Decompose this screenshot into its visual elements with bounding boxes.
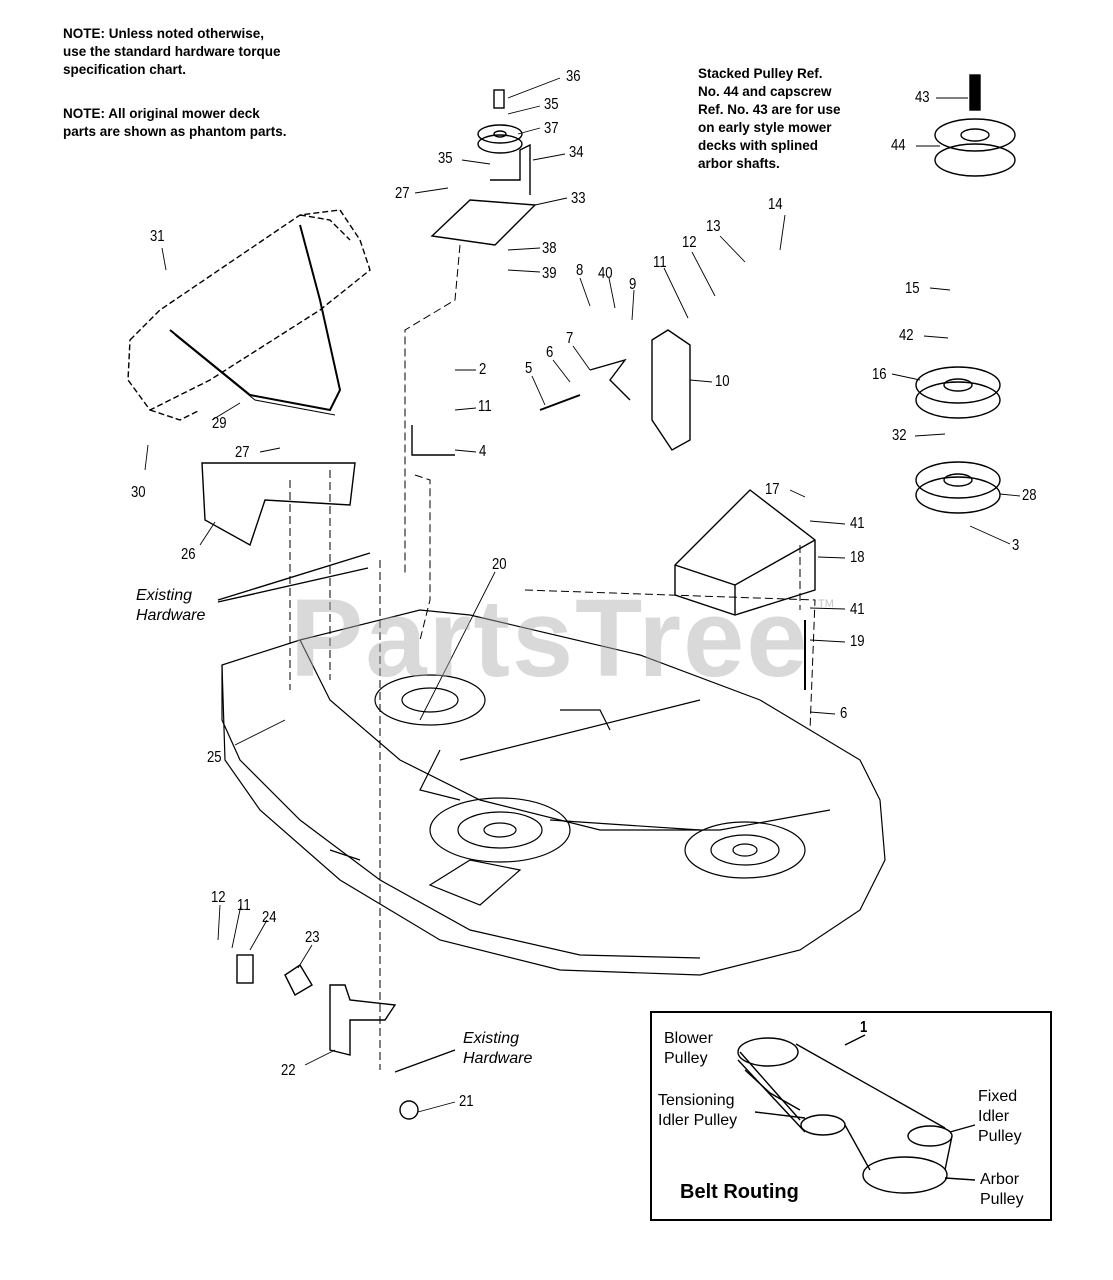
callout-37: 37 [544,120,559,137]
callout-43: 43 [915,89,930,106]
callout-11: 11 [478,398,492,415]
label-line: Pulley [664,1050,708,1067]
label-line: Pulley [978,1128,1022,1145]
callout-5: 5 [525,360,533,377]
note-hardware-torque: NOTE: Unless noted otherwise, use the st… [63,25,281,79]
callout-1: 1 [860,1019,868,1036]
label-line: Fixed [978,1088,1018,1105]
existing-hardware-line: Existing [136,587,193,604]
label-line: Tensioning [658,1092,735,1109]
label-line: Arbor [980,1171,1020,1188]
callout-20: 20 [492,556,507,573]
callout-10: 10 [715,373,730,390]
callout-41: 41 [850,515,865,532]
callout-9: 9 [629,276,637,293]
existing-hardware-label: Existing Hardware [136,586,205,626]
note-line: specification chart. [63,62,187,77]
note-line: No. 44 and capscrew [698,84,832,99]
callout-36: 36 [566,68,581,85]
callout-3: 3 [1012,537,1020,554]
belt-routing-schematic [737,1034,976,1194]
existing-hardware-label: Existing Hardware [463,1029,532,1069]
note-line: on early style mower [698,120,832,135]
label-line: Blower [664,1030,713,1047]
watermark-tm: TM [818,598,834,610]
callout-22: 22 [281,1062,296,1079]
fixed-idler-pulley-label: Fixed Idler Pulley [978,1087,1022,1147]
callout-6: 6 [546,344,554,361]
note-phantom-parts: NOTE: All original mower deck parts are … [63,105,287,141]
callout-27: 27 [395,185,410,202]
label-line: Pulley [980,1191,1024,1208]
callout-15: 15 [905,280,920,297]
callout-16: 16 [872,366,887,383]
callout-12: 12 [682,234,697,251]
blower-pulley-label: Blower Pulley [664,1029,713,1069]
label-line: Idler [978,1108,1010,1125]
callout-31: 31 [150,228,165,245]
callout-28: 28 [1022,487,1037,504]
callout-27: 27 [235,444,250,461]
callout-17: 17 [765,481,780,498]
note-line: NOTE: Unless noted otherwise, [63,26,265,41]
callout-11: 11 [237,897,251,914]
callout-39: 39 [542,265,557,282]
callout-4: 4 [479,443,487,460]
note-line: Ref. No. 43 are for use [698,102,841,117]
callout-2: 2 [479,361,487,378]
arbor-pulley-label: Arbor Pulley [980,1170,1024,1210]
callout-41: 41 [850,601,865,618]
note-line: arbor shafts. [698,156,780,171]
callout-44: 44 [891,137,906,154]
mower-deck-phantom [221,609,886,976]
existing-hardware-line: Existing [463,1030,520,1047]
callout-14: 14 [768,196,783,213]
callout-19: 19 [850,633,865,650]
belt-routing-inset: Blower Pulley Tensioning Idler Pulley Fi… [650,1011,1052,1221]
callout-42: 42 [899,327,914,344]
note-line: decks with splined [698,138,819,153]
note-line: NOTE: All original mower deck [63,106,260,121]
callout-35: 35 [438,150,453,167]
belt-routing-title: Belt Routing [680,1181,799,1203]
callout-32: 32 [892,427,907,444]
note-line: use the standard hardware torque [63,44,281,59]
callout-6: 6 [840,705,848,722]
callout-21: 21 [459,1093,474,1110]
note-stacked-pulley: Stacked Pulley Ref. No. 44 and capscrew … [698,65,841,173]
callout-12: 12 [211,889,226,906]
callout-18: 18 [850,549,865,566]
callout-25: 25 [207,749,222,766]
callout-34: 34 [569,144,584,161]
note-line: Stacked Pulley Ref. [698,66,823,81]
callout-30: 30 [131,484,146,501]
callout-8: 8 [576,262,584,279]
callout-38: 38 [542,240,557,257]
existing-hardware-line: Hardware [136,607,206,624]
callout-7: 7 [566,330,574,347]
tensioning-idler-pulley-label: Tensioning Idler Pulley [658,1091,737,1131]
callout-33: 33 [571,190,586,207]
callout-40: 40 [598,265,613,282]
blower-housing-phantom [127,209,371,421]
callout-26: 26 [181,546,196,563]
label-line: Idler Pulley [658,1112,738,1129]
callout-24: 24 [262,909,277,926]
note-line: parts are shown as phantom parts. [63,124,287,139]
existing-hardware-line: Hardware [463,1050,533,1067]
callout-35: 35 [544,96,559,113]
callout-13: 13 [706,218,721,235]
callout-11: 11 [653,254,667,271]
callout-23: 23 [305,929,320,946]
callout-29: 29 [212,415,227,432]
